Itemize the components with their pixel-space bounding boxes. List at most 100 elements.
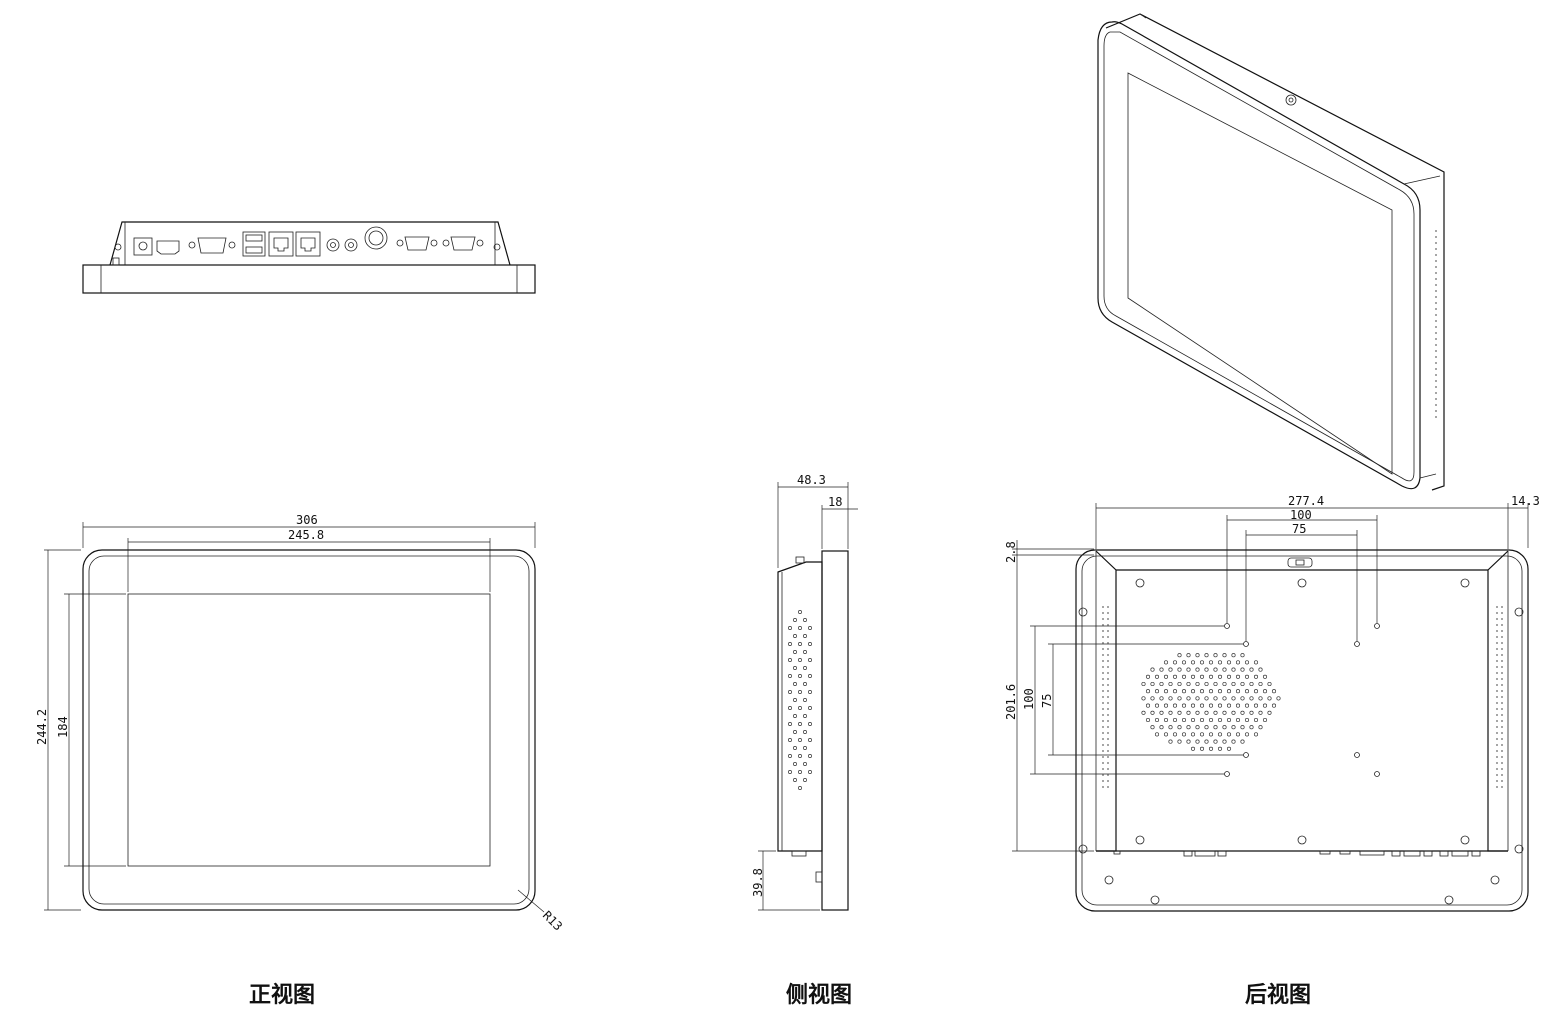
speaker-hole — [1204, 653, 1209, 658]
dim-100: 100 — [1290, 508, 1312, 522]
speaker-hole — [1163, 660, 1169, 665]
speaker-hole — [1213, 725, 1218, 730]
speaker-hole — [1222, 681, 1227, 687]
speaker-hole — [1235, 674, 1241, 679]
speaker-hole — [1163, 689, 1169, 694]
speaker-hole — [1181, 689, 1187, 694]
speaker-hole — [1186, 696, 1191, 701]
speaker-hole — [1172, 674, 1178, 679]
speaker-hole — [1231, 739, 1236, 744]
speaker-hole — [1222, 739, 1227, 744]
speaker-hole — [1181, 717, 1187, 723]
speaker-hole — [1195, 667, 1200, 672]
speaker-hole — [1208, 746, 1214, 751]
speaker-hole — [1231, 710, 1236, 715]
speaker-hole — [1154, 689, 1160, 694]
speaker-hole — [1150, 667, 1155, 672]
speaker-hole — [1159, 725, 1164, 730]
speaker-hole — [1154, 703, 1160, 708]
dim-48-3: 48.3 — [797, 473, 826, 487]
speaker-hole — [1159, 667, 1164, 672]
speaker-hole — [1195, 696, 1200, 701]
dc-jack-icon — [133, 237, 153, 256]
speaker-hole — [1217, 732, 1223, 737]
speaker-hole — [1154, 732, 1160, 737]
speaker-hole — [1190, 703, 1196, 708]
speaker-hole — [1168, 739, 1173, 744]
speaker-hole — [1177, 696, 1182, 701]
speaker-hole — [1199, 732, 1205, 737]
speaker-hole — [1258, 710, 1263, 715]
speaker-hole — [1208, 689, 1214, 694]
speaker-hole — [1226, 674, 1232, 679]
speaker-hole — [1240, 667, 1245, 672]
rear-bottom-ports — [1113, 850, 1481, 857]
dim-306: 306 — [296, 513, 318, 527]
speaker-hole — [1186, 739, 1191, 744]
speaker-hole — [1204, 739, 1209, 744]
speaker-hole — [1186, 725, 1191, 730]
vesa-holes — [1224, 623, 1380, 777]
rear-side-vents — [1102, 606, 1503, 790]
speaker-hole — [1253, 674, 1259, 679]
speaker-hole — [1204, 681, 1209, 687]
speaker-hole — [1226, 717, 1232, 723]
speaker-hole — [1253, 660, 1259, 665]
speaker-hole — [1177, 667, 1182, 672]
speaker-hole — [1217, 689, 1223, 694]
speaker-hole — [1253, 732, 1259, 737]
speaker-hole — [1217, 674, 1223, 679]
vga-port-icon — [188, 237, 236, 254]
audio-jack-icon — [326, 238, 340, 252]
speaker-hole — [1168, 681, 1173, 687]
speaker-hole — [1249, 725, 1254, 730]
caption-front-view: 正视图 — [249, 982, 315, 1008]
speaker-hole — [1231, 725, 1236, 730]
speaker-hole — [1217, 660, 1223, 665]
speaker-hole — [1177, 725, 1182, 730]
usb-ports-icon — [242, 231, 266, 257]
speaker-hole — [1213, 710, 1218, 715]
speaker-hole — [1199, 746, 1205, 751]
speaker-hole — [1262, 717, 1268, 723]
caption-side-view: 侧视图 — [786, 982, 852, 1008]
speaker-hole — [1177, 653, 1182, 658]
speaker-hole — [1249, 681, 1254, 687]
speaker-hole — [1199, 660, 1205, 665]
speaker-hole — [1190, 717, 1196, 723]
lan-ports-icon — [268, 231, 321, 257]
power-button-icon — [364, 226, 388, 250]
speaker-hole — [1141, 696, 1146, 701]
speaker-hole — [1235, 732, 1241, 737]
dim-39-8: 39.8 — [751, 868, 765, 897]
top-port-view — [82, 221, 536, 294]
com-ports-icon — [396, 236, 484, 251]
speaker-hole — [1235, 660, 1241, 665]
speaker-hole — [1231, 667, 1236, 672]
speaker-hole — [1190, 674, 1196, 679]
speaker-hole — [1154, 717, 1160, 723]
speaker-hole — [1150, 710, 1155, 715]
speaker-hole — [1226, 746, 1232, 751]
speaker-hole — [1262, 703, 1268, 708]
speaker-hole — [1244, 703, 1250, 708]
speaker-hole — [1208, 674, 1214, 679]
speaker-hole — [1235, 689, 1241, 694]
speaker-hole — [1222, 725, 1227, 730]
caption-rear-view: 后视图 — [1245, 982, 1311, 1008]
dim-75: 75 — [1292, 522, 1306, 536]
speaker-hole — [1262, 674, 1268, 679]
speaker-hole — [1141, 681, 1146, 687]
speaker-hole — [1231, 653, 1236, 658]
speaker-hole — [1226, 732, 1232, 737]
speaker-hole — [1267, 681, 1272, 687]
speaker-hole — [1150, 681, 1155, 687]
speaker-hole — [1240, 710, 1245, 715]
speaker-hole — [1150, 696, 1155, 701]
speaker-hole — [1276, 696, 1281, 701]
dim-14-3: 14.3 — [1511, 494, 1540, 508]
speaker-hole — [1249, 710, 1254, 715]
speaker-hole — [1141, 710, 1146, 715]
speaker-hole — [1267, 696, 1272, 701]
speaker-hole — [1222, 710, 1227, 715]
